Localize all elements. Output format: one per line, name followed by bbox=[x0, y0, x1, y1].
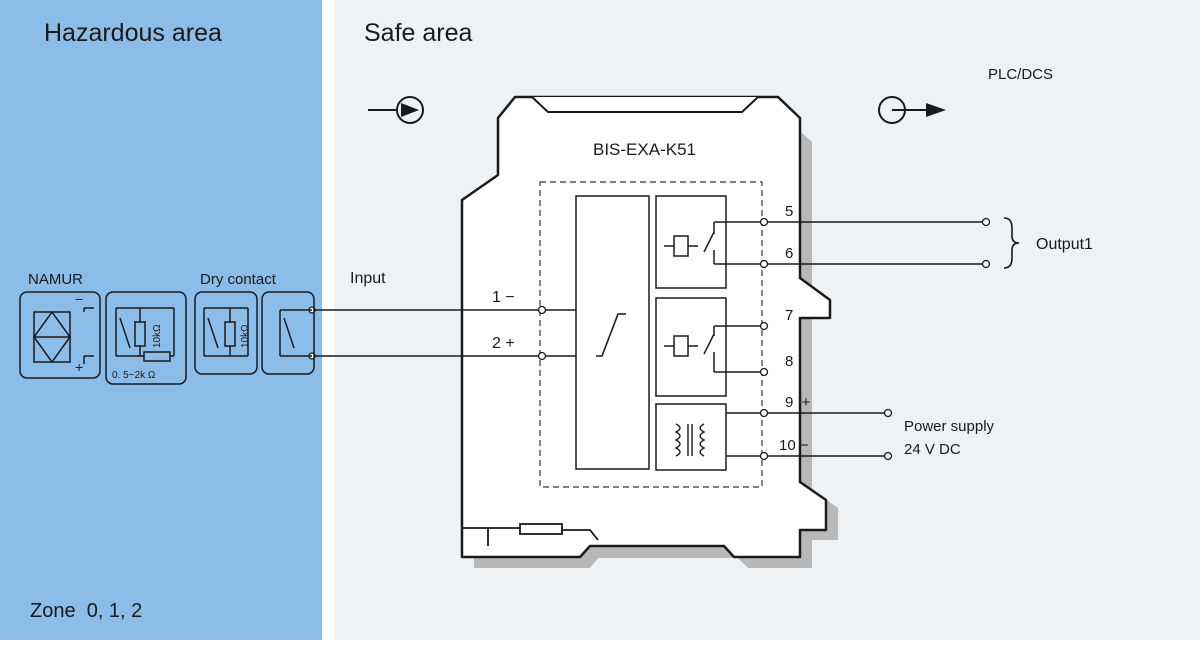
namur-sensor-icon bbox=[19, 291, 101, 379]
dry-contact-resistor-icon bbox=[194, 291, 258, 375]
terminal-8-label: 8 bbox=[785, 353, 793, 370]
terminal-6-label: 6 bbox=[785, 245, 793, 262]
res-10k-a: 10kΩ bbox=[152, 324, 163, 348]
terminal-2-label: 2 + bbox=[492, 335, 515, 352]
output-wires bbox=[764, 221, 986, 457]
namur-label: NAMUR bbox=[28, 271, 83, 288]
transformer-block bbox=[655, 403, 727, 471]
namur-plus: + bbox=[75, 359, 83, 375]
relay-coil-1-icon bbox=[664, 221, 764, 265]
dry-contact-label: Dry contact bbox=[200, 271, 277, 288]
relay-block-2 bbox=[655, 297, 727, 397]
terminal-9-label: 9 + bbox=[785, 394, 811, 411]
terminal-1-label: 1 − bbox=[492, 289, 515, 306]
input-label: Input bbox=[350, 270, 386, 287]
zone-label: Zone 0, 1, 2 bbox=[30, 600, 142, 622]
hazardous-area-title: Hazardous area bbox=[44, 19, 222, 47]
relay-coil-2-icon bbox=[664, 325, 764, 373]
input-wires bbox=[312, 309, 764, 457]
module-model: BIS-EXA-K51 bbox=[593, 140, 696, 159]
plc-dcs-label: PLC/DCS bbox=[988, 66, 1053, 83]
signal-processor-block bbox=[575, 195, 650, 470]
res-range-label: 0. 5~2k Ω bbox=[112, 370, 156, 381]
terminal-10-label: 10 − bbox=[779, 437, 809, 454]
output-arrow-icon bbox=[878, 96, 946, 124]
switching-curve-icon bbox=[596, 313, 626, 357]
module-rail-foot bbox=[462, 523, 599, 546]
dry-contact-icon bbox=[261, 291, 315, 375]
power-supply-label: Power supply bbox=[904, 418, 995, 435]
namur-minus: − bbox=[75, 291, 83, 307]
module-top-clip bbox=[531, 96, 759, 113]
transformer-icon bbox=[674, 423, 706, 457]
res-10k-b: 10kΩ bbox=[240, 324, 251, 348]
output-brace-icon bbox=[1003, 217, 1020, 269]
power-voltage-label: 24 V DC bbox=[904, 441, 961, 458]
circuit-boundary bbox=[539, 181, 763, 488]
input-arrow-icon bbox=[368, 96, 424, 124]
resistor-network-icon bbox=[105, 291, 187, 385]
hazardous-area-bg bbox=[0, 0, 322, 640]
safe-area-title: Safe area bbox=[364, 19, 473, 47]
terminal-5-label: 5 bbox=[785, 203, 793, 220]
output1-label: Output1 bbox=[1036, 236, 1093, 253]
terminal-7-label: 7 bbox=[785, 307, 793, 324]
relay-block-1 bbox=[655, 195, 727, 289]
